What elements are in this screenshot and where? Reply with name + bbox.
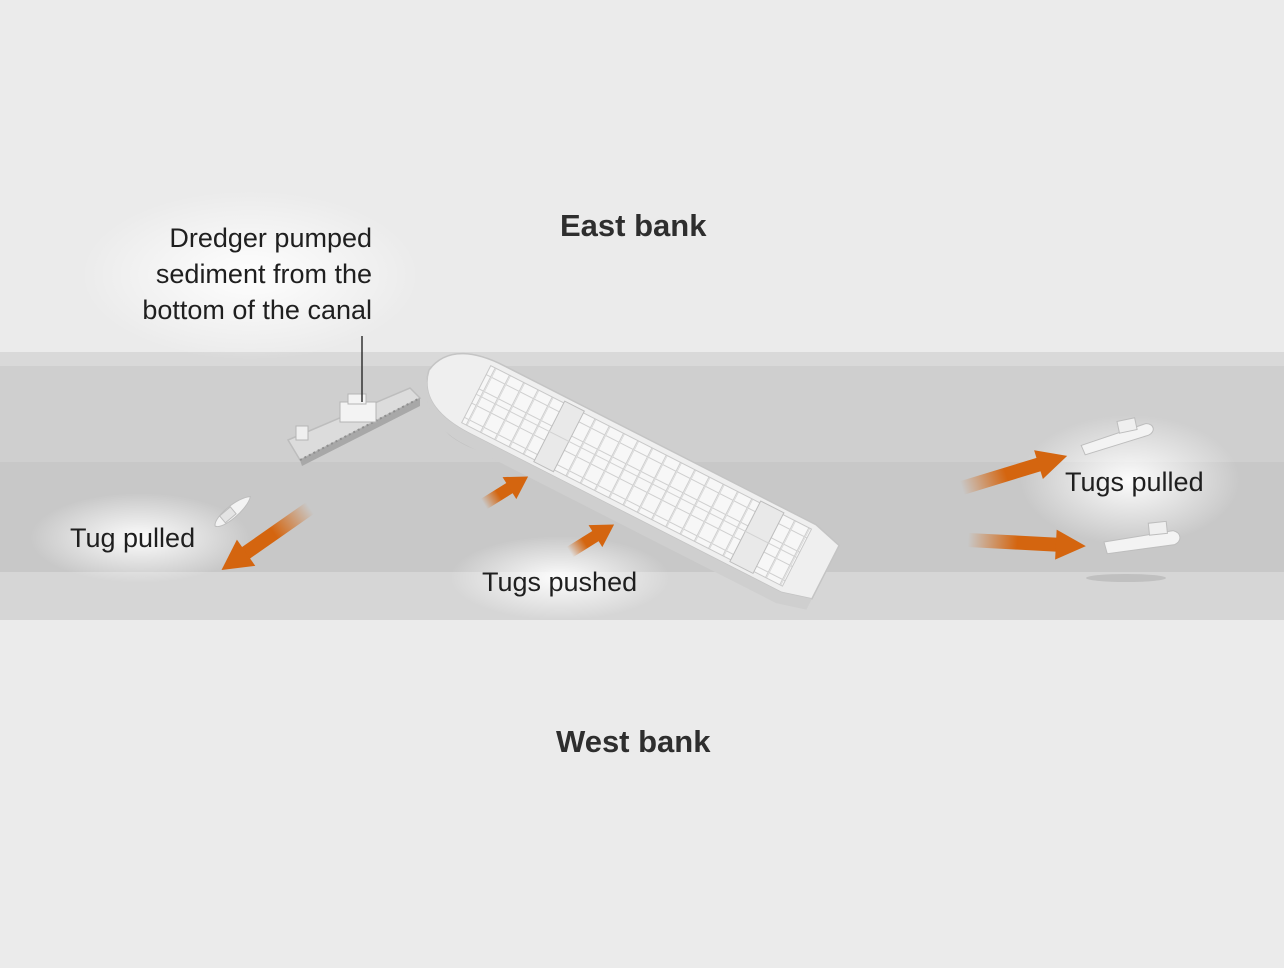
arrow-tugs-pushed-lower	[566, 524, 615, 558]
arrow-tugs-pulled-upper	[959, 450, 1068, 495]
east-bank-label: East bank	[560, 208, 707, 243]
tugs-pushed-label: Tugs pushed	[482, 567, 638, 597]
arrow-tugs-pushed-upper	[480, 476, 529, 510]
canal-far-bank-edge	[0, 352, 1284, 366]
label-glow	[80, 190, 420, 360]
tug-shadow	[1086, 574, 1166, 582]
arrow-tug-pulled-left	[221, 502, 315, 570]
dredger-label: Dredger pumped sediment from the bottom …	[142, 223, 372, 325]
tug-right-upper	[1080, 417, 1154, 456]
dredger-vessel	[286, 387, 422, 466]
arrow-tugs-pulled-lower	[967, 529, 1086, 560]
tugs-pulled-label: Tugs pulled	[1065, 467, 1204, 497]
tug-left	[214, 496, 251, 527]
west-bank-label: West bank	[556, 724, 711, 759]
tug-right-lower	[1103, 520, 1181, 555]
label-glow	[1020, 415, 1240, 545]
label-glow	[450, 536, 670, 620]
tug-pulled-label: Tug pulled	[70, 523, 196, 553]
container-ship	[425, 352, 841, 610]
label-glow	[30, 493, 250, 583]
